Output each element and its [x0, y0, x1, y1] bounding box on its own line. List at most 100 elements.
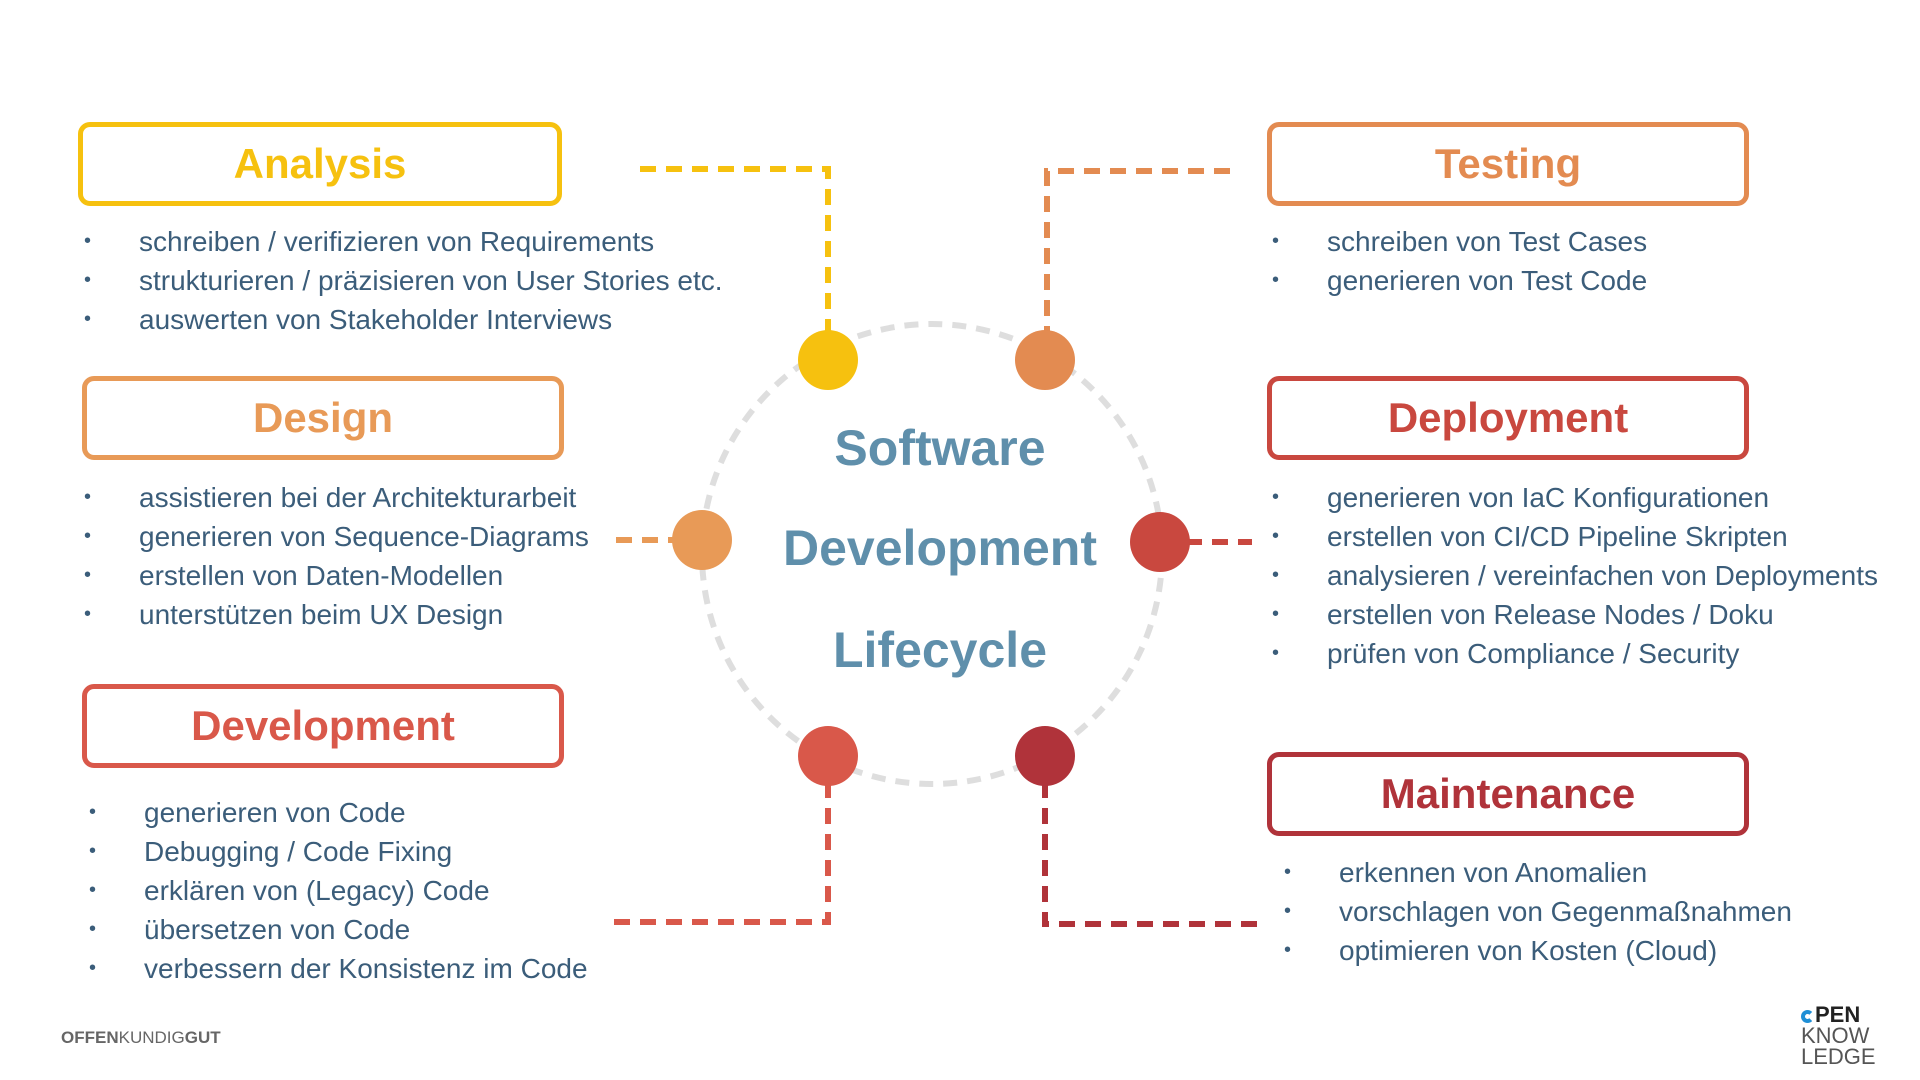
list-item-text: assistieren bei der Architekturarbeit	[139, 482, 577, 513]
node-maintenance	[1015, 726, 1075, 786]
phase-box-deployment: Deployment	[1267, 376, 1749, 460]
phase-box-design: Design	[82, 376, 564, 460]
phase-box-analysis: Analysis	[78, 122, 562, 206]
bullet-dot: •	[89, 879, 97, 901]
list-item-text: erstellen von CI/CD Pipeline Skripten	[1327, 521, 1788, 552]
list-item-text: erklären von (Legacy) Code	[144, 875, 490, 906]
logo-line1: PEN	[1815, 1002, 1861, 1027]
list-item-text: generieren von Test Code	[1327, 265, 1648, 296]
list-item: • unterstützen beim UX Design	[84, 595, 589, 634]
bullet-list-deployment: • generieren von IaC Konfigurationen • erst…	[1272, 478, 1878, 673]
list-item: • erklären von (Legacy) Code	[89, 871, 588, 910]
list-item-text: erstellen von Daten-Modellen	[139, 560, 504, 591]
list-item-text: optimieren von Kosten (Cloud)	[1339, 935, 1718, 966]
bullet-dot: •	[89, 957, 97, 979]
list-item-text: auswerten von Stakeholder Interviews	[139, 304, 613, 335]
bullet-dot: •	[84, 525, 92, 547]
list-item-text: übersetzen von Code	[144, 914, 411, 945]
bullet-dot: •	[84, 308, 92, 330]
center-title-line3: Lifecycle	[832, 622, 1047, 678]
center-title-line2: Development	[783, 520, 1097, 576]
phase-box-testing: Testing	[1267, 122, 1749, 206]
list-item: • erkennen von Anomalien	[1284, 853, 1792, 892]
list-item: • erstellen von Release Nodes / Doku	[1272, 595, 1878, 634]
list-item: • generieren von IaC Konfigurationen	[1272, 478, 1878, 517]
list-item: • übersetzen von Code	[89, 910, 588, 949]
list-item-text: analysieren / vereinfachen von Deploymen…	[1327, 560, 1878, 591]
bullet-dot: •	[84, 230, 92, 252]
list-item-text: verbessern der Konsistenz im Code	[144, 953, 588, 984]
list-item-text: schreiben von Test Cases	[1327, 226, 1648, 257]
bullet-dot: •	[89, 801, 97, 823]
list-item: • vorschlagen von Gegenmaßnahmen	[1284, 892, 1792, 931]
bullet-dot: •	[89, 918, 97, 940]
bullet-dot: •	[84, 486, 92, 508]
footer-brand-offen: OFFEN	[61, 1028, 119, 1047]
node-deployment	[1130, 512, 1190, 572]
footer-brand-gut: GUT	[184, 1028, 221, 1047]
phase-title-design: Design	[252, 394, 394, 441]
list-item-text: vorschlagen von Gegenmaßnahmen	[1339, 896, 1792, 927]
logo-ring-icon	[1801, 1010, 1814, 1023]
list-item-text: schreiben / verifizieren von Requirement…	[139, 226, 655, 257]
footer-brand-kundig: KUNDIG	[118, 1028, 185, 1047]
bullet-dot: •	[1272, 564, 1280, 586]
phase-box-maintenance: Maintenance	[1267, 752, 1749, 836]
list-item-text: generieren von Sequence-Diagrams	[139, 521, 589, 552]
footer-brand: OFFENKUNDIGGUT	[61, 1028, 221, 1048]
list-item-text: erstellen von Release Nodes / Doku	[1327, 599, 1774, 630]
list-item-text: generieren von IaC Konfigurationen	[1327, 482, 1770, 513]
node-design	[672, 510, 732, 570]
list-item-text: Debugging / Code Fixing	[144, 836, 453, 867]
bullet-dot: •	[84, 564, 92, 586]
bullet-dot: •	[1284, 900, 1292, 922]
list-item: • verbessern der Konsistenz im Code	[89, 949, 588, 988]
bullet-dot: •	[1272, 230, 1280, 252]
list-item-text: strukturieren / präzisieren von User Sto…	[139, 265, 723, 296]
connector-analysis	[640, 166, 831, 360]
phase-title-analysis: Analysis	[233, 140, 407, 187]
list-item: •prüfen von Compliance / Security	[1272, 634, 1878, 673]
bullet-dot: •	[84, 269, 92, 291]
phase-title-maintenance: Maintenance	[1380, 770, 1636, 817]
bullet-list-testing: • schreiben von Test Cases • generieren von…	[1272, 222, 1647, 300]
bullet-dot: •	[1272, 603, 1280, 625]
open-knowledge-logo: PEN KNOW LEDGE	[1801, 1002, 1891, 1068]
list-item: • generieren von Sequence-Diagrams	[84, 517, 589, 556]
bullet-dot: •	[1272, 642, 1280, 664]
list-item: • strukturieren / präzisieren von User St…	[84, 261, 723, 300]
center-title-line1: Software	[834, 420, 1046, 476]
bullet-list-development: • generieren von Code • Debugging / Code Fi…	[89, 793, 588, 988]
bullet-list-maintenance: • erkennen von Anomalien • vorschlagen von …	[1284, 853, 1792, 970]
bullet-dot: •	[1272, 269, 1280, 291]
phase-title-development: Development	[191, 702, 455, 749]
list-item: • assistieren bei der Architekturarbeit	[84, 478, 589, 517]
list-item-text: erkennen von Anomalien	[1339, 857, 1648, 888]
phase-title-deployment: Deployment	[1387, 394, 1629, 441]
list-item: • Debugging / Code Fixing	[89, 832, 588, 871]
bullet-dot: •	[1284, 939, 1292, 961]
node-development	[798, 726, 858, 786]
connector-development	[610, 756, 831, 925]
list-item: • optimieren von Kosten (Cloud)	[1284, 931, 1792, 970]
list-item: • generieren von Code	[89, 793, 588, 832]
bullet-dot: •	[84, 603, 92, 625]
bullet-dot: •	[89, 840, 97, 862]
list-item: • analysieren / vereinfachen von Deployme…	[1272, 556, 1878, 595]
logo-line2: KNOW	[1801, 1023, 1870, 1048]
connector-maintenance	[1042, 756, 1262, 927]
phase-box-development: Development	[82, 684, 564, 768]
bullet-list-analysis: • schreiben / verifizieren von Requiremen…	[84, 222, 723, 339]
list-item-text: generieren von Code	[144, 797, 406, 828]
list-item: • erstellen von CI/CD Pipeline Skripten	[1272, 517, 1878, 556]
list-item-text: unterstützen beim UX Design	[139, 599, 504, 630]
phase-title-testing: Testing	[1434, 140, 1582, 187]
list-item: • auswerten von Stakeholder Interviews	[84, 300, 723, 339]
connector-testing	[1044, 168, 1230, 360]
list-item: • schreiben / verifizieren von Requiremen…	[84, 222, 723, 261]
list-item: • schreiben von Test Cases	[1272, 222, 1647, 261]
bullet-dot: •	[1284, 861, 1292, 883]
bullet-dot: •	[1272, 525, 1280, 547]
bullet-dot: •	[1272, 486, 1280, 508]
